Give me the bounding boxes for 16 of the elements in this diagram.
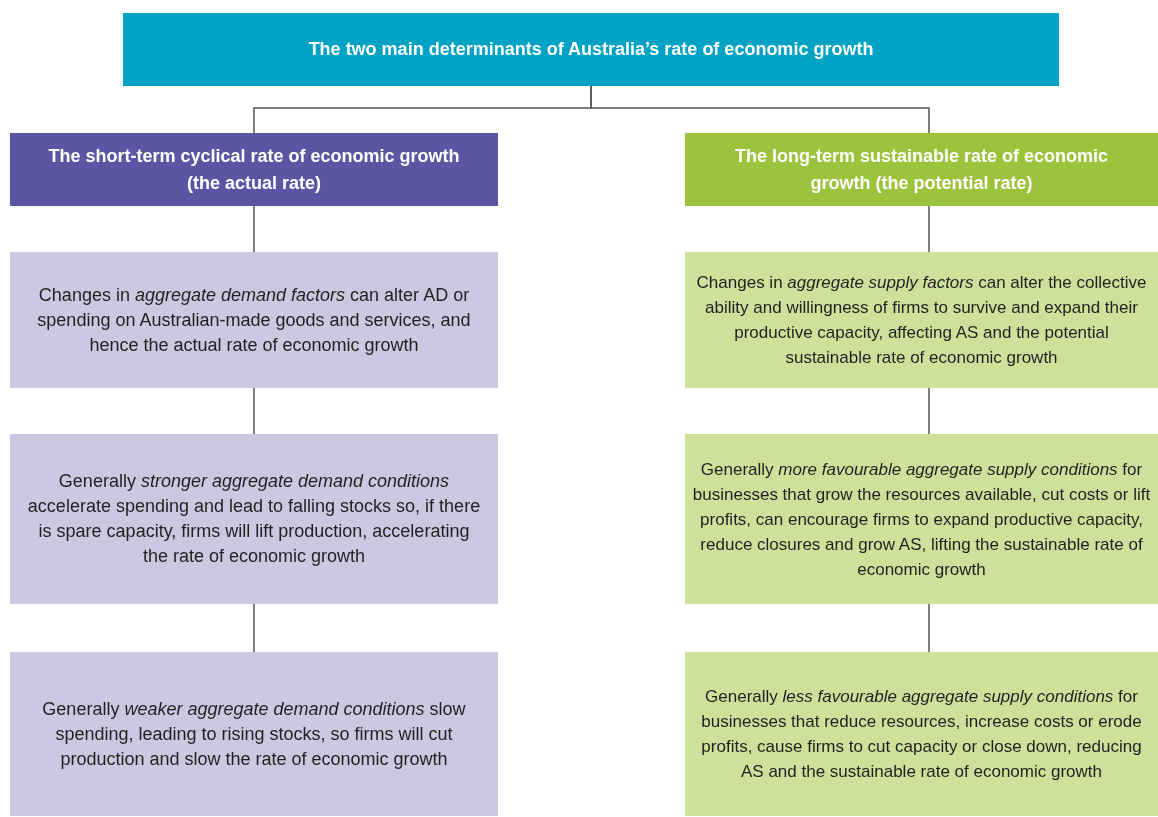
connector-line xyxy=(928,205,930,253)
header-box: The short-term cyclical rate of economic growth (the actual rate) xyxy=(10,133,498,206)
title-box: The two main determinants of Australia’s rate of economic growth xyxy=(123,13,1059,86)
connector-line xyxy=(928,387,930,435)
text-box: Generally weaker aggregate demand conditions slow spending, leading to rising stocks, so firms will cut production and slow the rate of economic growth xyxy=(10,652,498,816)
text-box: Changes in aggregate demand factors can alter AD or spending on Australian-made goods and services, and hence the actual rate of economic growth xyxy=(10,252,498,388)
connector-line xyxy=(253,603,255,653)
text-box: Generally less favourable aggregate supply conditions for businesses that reduce resources, increase costs or erode profits, cause firms to cut capacity or close down, reducing AS and the sustainable rate of economic growth xyxy=(685,652,1158,816)
connector-line xyxy=(253,205,255,253)
header-box: The long-term sustainable rate of economic growth (the potential rate) xyxy=(685,133,1158,206)
text-box: Changes in aggregate supply factors can alter the collective ability and willingness of firms to survive and expand their productive capacity, affecting AS and the potential sustainable rate of economic growth xyxy=(685,252,1158,388)
text-box: Generally more favourable aggregate supply conditions for businesses that grow the resources available, cut costs or lift profits, can encourage firms to expand productive capacity, reduce closures and grow AS, lifting the sustainable rate of economic growth xyxy=(685,434,1158,604)
connector-line xyxy=(253,387,255,435)
connector-line xyxy=(928,603,930,653)
connector-line xyxy=(590,85,930,134)
text-box: Generally stronger aggregate demand conditions accelerate spending and lead to falling stocks so, if there is spare capacity, firms will lift production, accelerating the rate of economic growth xyxy=(10,434,498,604)
